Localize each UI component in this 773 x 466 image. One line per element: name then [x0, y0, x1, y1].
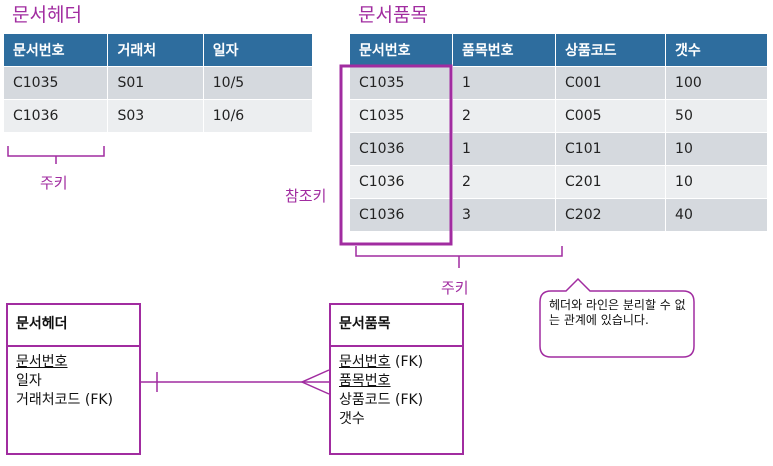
entity-attribute: 문서번호	[16, 354, 68, 370]
entity-attribute: 상품코드 (FK)	[339, 392, 424, 408]
item-key-brace	[355, 246, 563, 268]
callout-bubble	[539, 277, 695, 358]
header-table-title: 문서헤더	[12, 4, 82, 26]
item-table-column-header: 문서번호	[350, 34, 454, 67]
item-entity-name: 문서품목	[331, 305, 462, 347]
item-table-cell: C001	[555, 66, 667, 100]
entity-attribute: 품목번호	[339, 373, 391, 389]
header-table-column-header: 일자	[203, 34, 314, 67]
header-table-cell: S01	[107, 66, 204, 100]
item-table-cell: C005	[555, 99, 667, 133]
header-table-column-header: 문서번호	[4, 34, 109, 67]
header-table-cell: C1036	[4, 99, 109, 132]
entity-attribute: 거래처코드 (FK)	[16, 392, 114, 408]
item-table-cell: C201	[555, 165, 667, 199]
foreign-key-label: 참조키	[285, 187, 327, 205]
item-table-cell: 1	[452, 132, 557, 166]
item-table-column-header: 품목번호	[452, 34, 557, 67]
item-table-title: 문서품목	[358, 4, 428, 26]
item-table-cell: C1036	[350, 165, 454, 199]
entity-attribute: 갯수	[339, 411, 365, 427]
item-table-cell: C202	[555, 198, 667, 231]
item-table-cell: 2	[452, 99, 557, 133]
foreign-key-highlight	[339, 64, 453, 246]
many-marker	[300, 369, 330, 395]
item-table-column-header: 갯수	[665, 34, 768, 67]
callout-text: 헤더와 라인은 분리할 수 없는 관계에 있습니다.	[549, 298, 686, 327]
item-primary-key-label: 주키	[441, 279, 469, 297]
header-table-cell: 10/6	[203, 99, 314, 132]
item-table-cell: 1	[452, 66, 557, 100]
entity-attribute: 문서번호 (FK)	[339, 354, 424, 370]
item-table-cell: 10	[665, 165, 768, 199]
item-table-column-header: 상품코드	[555, 34, 667, 67]
header-table-cell: C1035	[4, 66, 109, 100]
header-table-cell: S03	[107, 99, 204, 132]
item-table-cell: 100	[665, 66, 768, 100]
entity-attribute: 일자	[16, 373, 42, 389]
item-table-cell: 50	[665, 99, 768, 133]
header-table-cell: 10/5	[203, 66, 314, 100]
header-entity-name: 문서헤더	[8, 305, 139, 347]
item-table-cell: 10	[665, 132, 768, 166]
header-primary-key-label: 주키	[40, 174, 68, 192]
item-table-cell: C1035	[350, 99, 454, 133]
item-table-cell: C101	[555, 132, 667, 166]
item-table-cell: 2	[452, 165, 557, 199]
item-table-cell: C1035	[350, 66, 454, 100]
header-table-column-header: 거래처	[107, 34, 204, 67]
item-table-cell: 40	[665, 198, 768, 231]
item-table-cell: C1036	[350, 132, 454, 166]
item-table-cell: C1036	[350, 198, 454, 231]
header-key-brace	[7, 146, 105, 164]
item-table-cell: 3	[452, 198, 557, 231]
